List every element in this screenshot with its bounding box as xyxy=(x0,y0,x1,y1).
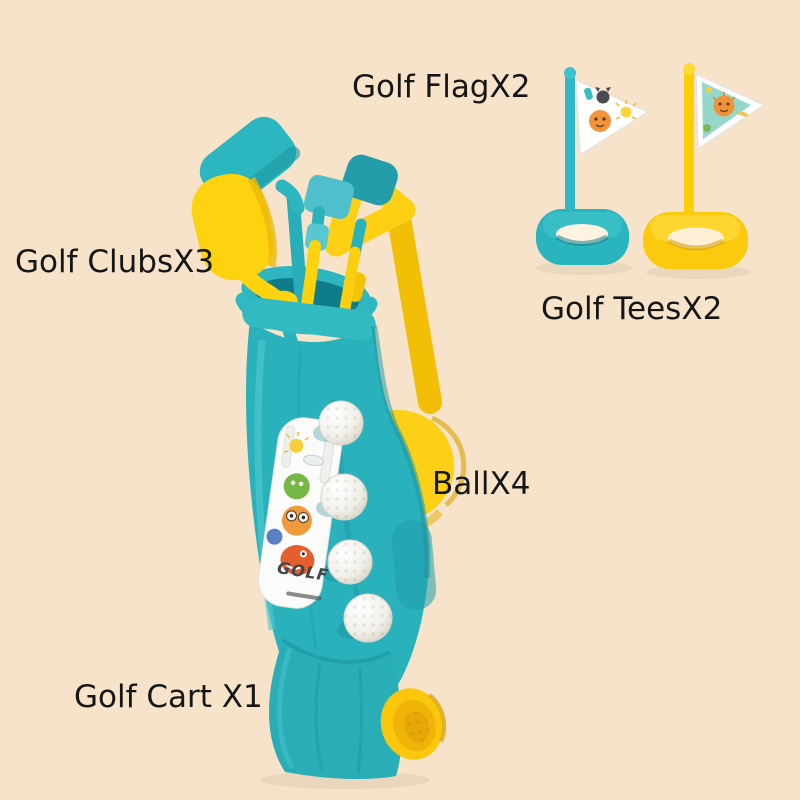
label-balls: BallX4 xyxy=(432,466,531,502)
bag-collar xyxy=(242,297,376,341)
flag-teal-pennant-artwork xyxy=(584,87,637,132)
sticker-artwork xyxy=(266,425,337,576)
label-golf-clubs: Golf ClubsX3 xyxy=(15,244,215,280)
flag-teal-pole xyxy=(565,70,575,218)
club-driver-hosel xyxy=(275,179,305,215)
flag-teal-cup xyxy=(536,209,629,265)
bag-sticker xyxy=(257,417,343,609)
golf-flag-yellow xyxy=(643,63,766,279)
club3-shaft-bottom xyxy=(338,246,361,320)
club-driver-shaft xyxy=(286,189,309,317)
club-head-back xyxy=(342,154,398,206)
cart-wheel xyxy=(380,688,447,760)
flag-teal-pole-cap xyxy=(564,67,576,79)
club2-shaft-bottom xyxy=(300,240,321,318)
flag-yellow-cup xyxy=(643,212,748,269)
label-golf-tees: Golf TeesX2 xyxy=(541,291,723,327)
flag-yellow-pole-cap xyxy=(683,63,695,75)
golf-flag-teal xyxy=(536,67,650,275)
label-golf-flag: Golf FlagX2 xyxy=(352,69,531,105)
golf-clubs xyxy=(191,116,367,358)
golf-cart xyxy=(191,116,467,789)
cart-base xyxy=(269,638,403,780)
label-golf-cart: Golf Cart X1 xyxy=(74,679,263,715)
flag-yellow-pennant-artwork xyxy=(702,82,751,139)
flag-yellow-pole xyxy=(684,66,694,218)
flag-teal-pennant xyxy=(575,78,650,157)
club-putter-head xyxy=(191,173,277,281)
golf-balls xyxy=(313,400,393,643)
